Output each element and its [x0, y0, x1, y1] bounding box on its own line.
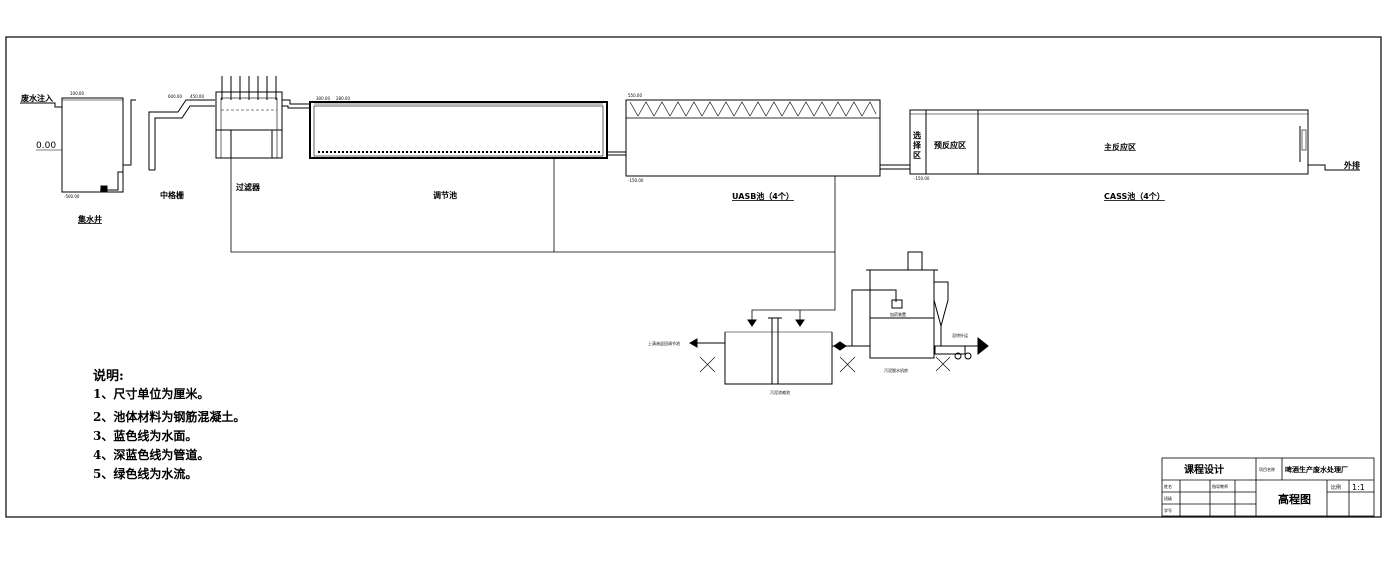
elev-cass-bottom: -150.00: [914, 176, 930, 181]
label-screen: 中格栅: [160, 190, 184, 200]
tb-row-class: 班级: [1164, 495, 1172, 501]
note-2: 2、池体材料为钢筋混凝土。: [93, 409, 245, 424]
label-supernatant: 上清液返回调节池: [648, 340, 680, 346]
label-equalization: 调节池: [433, 190, 457, 200]
label-filter: 过滤器: [236, 182, 261, 192]
label-sump: 集水井: [77, 214, 102, 224]
drawing-border: [5, 36, 1382, 518]
tb-scale: 1:1: [1352, 483, 1365, 492]
label-inflow: 废水注入: [21, 93, 53, 103]
tb-scale-label: 比例: [1331, 484, 1341, 491]
screen-channel: [148, 99, 215, 171]
label-selector: 选择区: [913, 130, 922, 160]
label-sludge-thickener: 污泥浓缩池: [770, 389, 790, 395]
elev-eq-left: 300.00: [316, 96, 330, 101]
label-pre-reaction: 预反应区: [934, 140, 966, 150]
title-block: [1161, 457, 1375, 517]
tb-teacher-label: 指导教师: [1212, 483, 1228, 489]
sludge-thickener: [688, 317, 870, 385]
elev-screen-mid: 450.00: [190, 94, 204, 99]
tb-row-id: 学号: [1164, 507, 1172, 513]
label-outflow: 外排: [1344, 160, 1360, 170]
elev-sump-top: 100.00: [70, 91, 84, 96]
note-4: 4、深蓝色线为管道。: [93, 447, 209, 462]
elev-screen-top: 600.00: [168, 94, 182, 99]
label-datum: 0.00: [36, 141, 56, 151]
sludge-piping: [230, 158, 836, 322]
tb-project: 啤酒生产废水处理厂: [1285, 465, 1348, 474]
label-main-reaction: 主反应区: [1104, 142, 1136, 152]
elev-uasb-top: 550.00: [628, 93, 642, 98]
label-cake: 泥饼外运: [952, 332, 968, 338]
label-cass: CASS池（4个）: [1104, 191, 1165, 201]
label-chemical: 加药装置: [890, 311, 906, 317]
cass-reactor: [909, 109, 1360, 175]
note-5: 5、绿色线为水流。: [93, 466, 197, 481]
tb-row-name: 姓名: [1164, 483, 1172, 489]
label-sludge-dewater: 污泥脱水机房: [884, 367, 908, 373]
elev-uasb-bottom: -150.00: [628, 178, 644, 183]
elev-eq-right: 280.00: [336, 96, 350, 101]
note-3: 3、蓝色线为水面。: [93, 428, 197, 443]
tb-project-label: 项目名称: [1259, 466, 1275, 472]
uasb-reactor: [625, 99, 910, 177]
tb-course: 课程设计: [1184, 463, 1224, 476]
tb-drawing: 高程图: [1278, 492, 1311, 506]
filter-unit: [215, 76, 310, 159]
equalization-basin: [309, 101, 626, 159]
ground-markers: [699, 356, 951, 373]
note-1: 1、尺寸单位为厘米。: [93, 386, 209, 401]
notes-title: 说明:: [93, 368, 124, 384]
sump-tank: [20, 97, 136, 193]
notes-block: 说明: 1、尺寸单位为厘米。 2、池体材料为钢筋混凝土。 3、蓝色线为水面。 4…: [93, 368, 245, 481]
dewatering-house: [851, 251, 989, 360]
elev-sump-bottom: -500.00: [64, 194, 80, 199]
label-uasb: UASB池（4个）: [732, 191, 794, 201]
